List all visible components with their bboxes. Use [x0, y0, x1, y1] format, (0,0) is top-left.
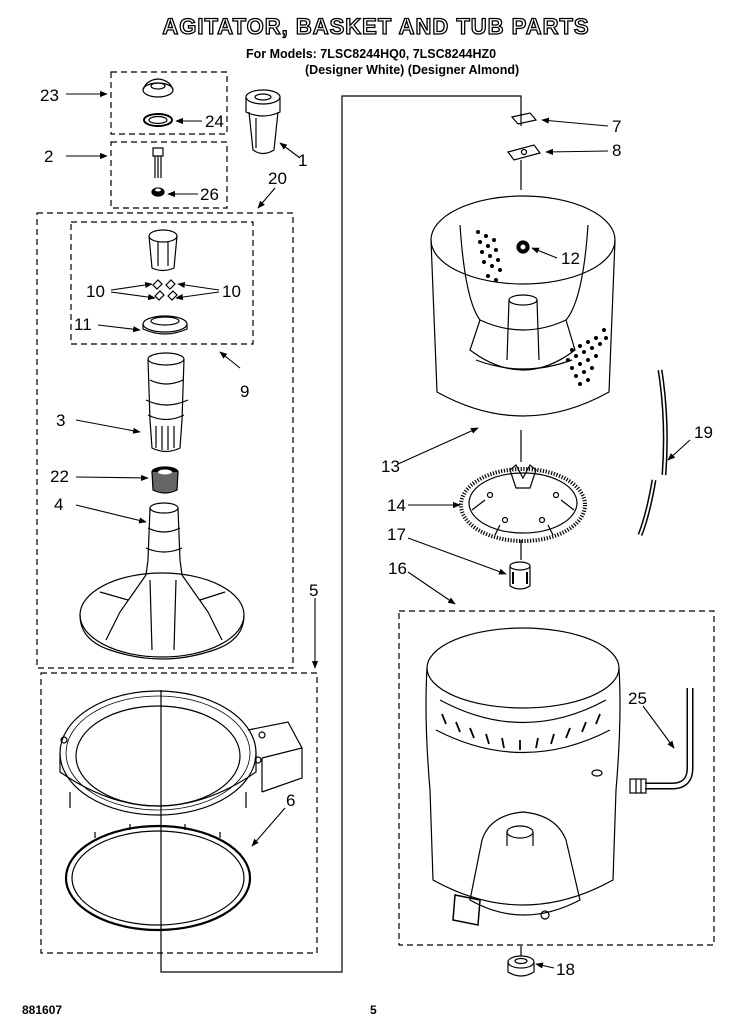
callout-3: 3 — [56, 411, 65, 430]
callout-2: 2 — [44, 147, 53, 166]
part-1-fabric-softener-dispenser — [245, 89, 281, 155]
callout-4: 4 — [54, 495, 63, 514]
part-22-agitator-collar — [151, 466, 179, 494]
group-box-2-26 — [110, 141, 228, 209]
part-13-washer-basket — [430, 195, 616, 417]
callout-22: 22 — [50, 467, 69, 486]
part-2-agitator-bolt — [152, 147, 164, 178]
part-24-seal-ring — [143, 113, 173, 127]
callout-6: 6 — [286, 791, 295, 810]
group-box-20 — [36, 212, 294, 669]
callout-26: 26 — [200, 185, 219, 204]
callout-8: 8 — [612, 141, 621, 160]
part-4-agitator-base — [79, 502, 245, 660]
part-26-nut — [151, 187, 165, 197]
group-box-16 — [398, 610, 715, 946]
part-3-agitator-auger — [145, 352, 189, 453]
document-number: 881607 — [22, 1003, 63, 1017]
callout-12: 12 — [561, 249, 580, 268]
callout-labels: 23 24 2 26 1 20 10 10 11 9 3 22 4 5 6 7 … — [40, 86, 713, 979]
part-18-nut — [507, 955, 535, 977]
basket-perforations — [476, 230, 608, 386]
callout-24: 24 — [205, 112, 224, 131]
callout-20: 20 — [268, 169, 287, 188]
part-14-basket-hub — [459, 464, 587, 543]
colors-line: (Designer White) (Designer Almond) — [305, 63, 520, 77]
part-11-cam — [142, 315, 188, 335]
callout-13: 13 — [381, 457, 400, 476]
callout-23: 23 — [40, 86, 59, 105]
models-line: For Models: 7LSC8244HQ0, 7LSC8244HZ0 — [246, 47, 497, 61]
group-box-5 — [40, 672, 318, 954]
callout-10-left: 10 — [86, 282, 105, 301]
callout-18: 18 — [556, 960, 575, 979]
callout-14: 14 — [387, 496, 406, 515]
group-box-9 — [70, 221, 254, 345]
part-6-tub-ring-gasket — [64, 824, 252, 932]
callout-9: 9 — [240, 382, 249, 401]
callout-11: 11 — [74, 315, 92, 334]
callout-7: 7 — [612, 117, 621, 136]
callout-16: 16 — [388, 559, 407, 578]
part-16-outer-tub — [425, 627, 621, 926]
part-23-agitator-cap — [142, 78, 174, 98]
part-19-tub-hose — [637, 369, 668, 536]
callout-19: 19 — [694, 423, 713, 442]
callout-5: 5 — [309, 581, 318, 600]
part-17-spanner-nut — [509, 561, 531, 590]
part-9-cam-assembly — [148, 229, 178, 272]
callout-25: 25 — [628, 689, 647, 708]
leader-arrows — [66, 90, 691, 969]
page-number: 5 — [370, 1003, 377, 1017]
tub-ribs — [441, 713, 601, 750]
part-25-overflow-hose — [629, 688, 694, 794]
part-10-dogs — [152, 279, 178, 301]
part-8-basket-drive-block — [506, 144, 542, 176]
part-7-basket-clip — [510, 112, 538, 126]
callout-1: 1 — [298, 151, 307, 170]
part-5-tub-ring — [59, 690, 303, 816]
assembly-centerline — [160, 95, 522, 973]
callout-10-right: 10 — [222, 282, 241, 301]
group-box-23-24 — [110, 71, 228, 135]
diagram-title: AGITATOR, BASKET AND TUB PARTS — [162, 13, 590, 39]
callout-17: 17 — [387, 525, 406, 544]
